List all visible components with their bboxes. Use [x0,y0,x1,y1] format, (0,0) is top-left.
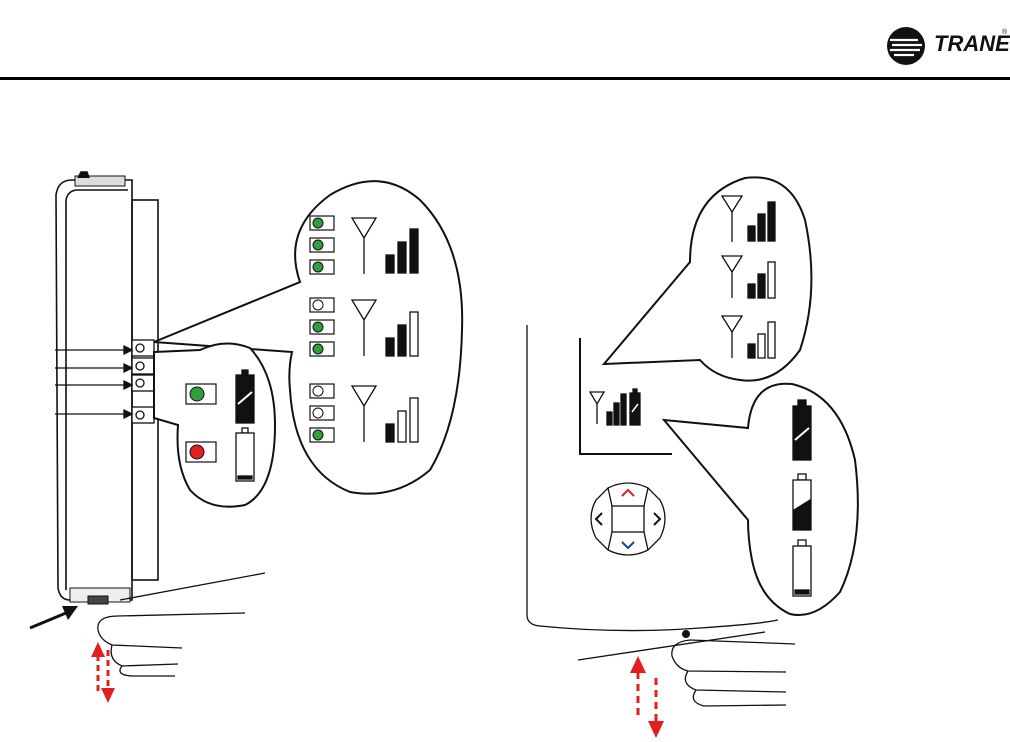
battery-low-icon [236,428,254,481]
battery-full-icon [236,370,254,423]
right-press-pointer [578,630,795,738]
signal-bars-icon [607,394,626,425]
display-battery-low [793,540,811,596]
green-led-icon [313,240,323,250]
battery-icon [630,389,640,425]
display-battery-full [793,400,811,460]
device-led-panel [132,340,154,423]
antenna-icon [590,392,604,424]
red-led-icon [190,445,204,459]
green-led-icon [313,322,323,332]
green-led-icon [313,218,323,228]
display-battery-callout [664,384,858,615]
display-icons [590,389,640,425]
left-press-pointer [30,573,265,703]
display-signal-callout [604,177,811,380]
green-led-icon [313,430,323,440]
green-led-icon [190,387,204,401]
battery-callout-bubble [154,343,275,506]
finger-icon [98,613,245,676]
green-led-icon [313,262,323,272]
press-arrow-icon [630,656,664,738]
display-battery-half [793,474,811,530]
green-led-icon [313,344,323,354]
nav-center-button[interactable] [612,506,644,532]
finger-icon [672,640,795,706]
